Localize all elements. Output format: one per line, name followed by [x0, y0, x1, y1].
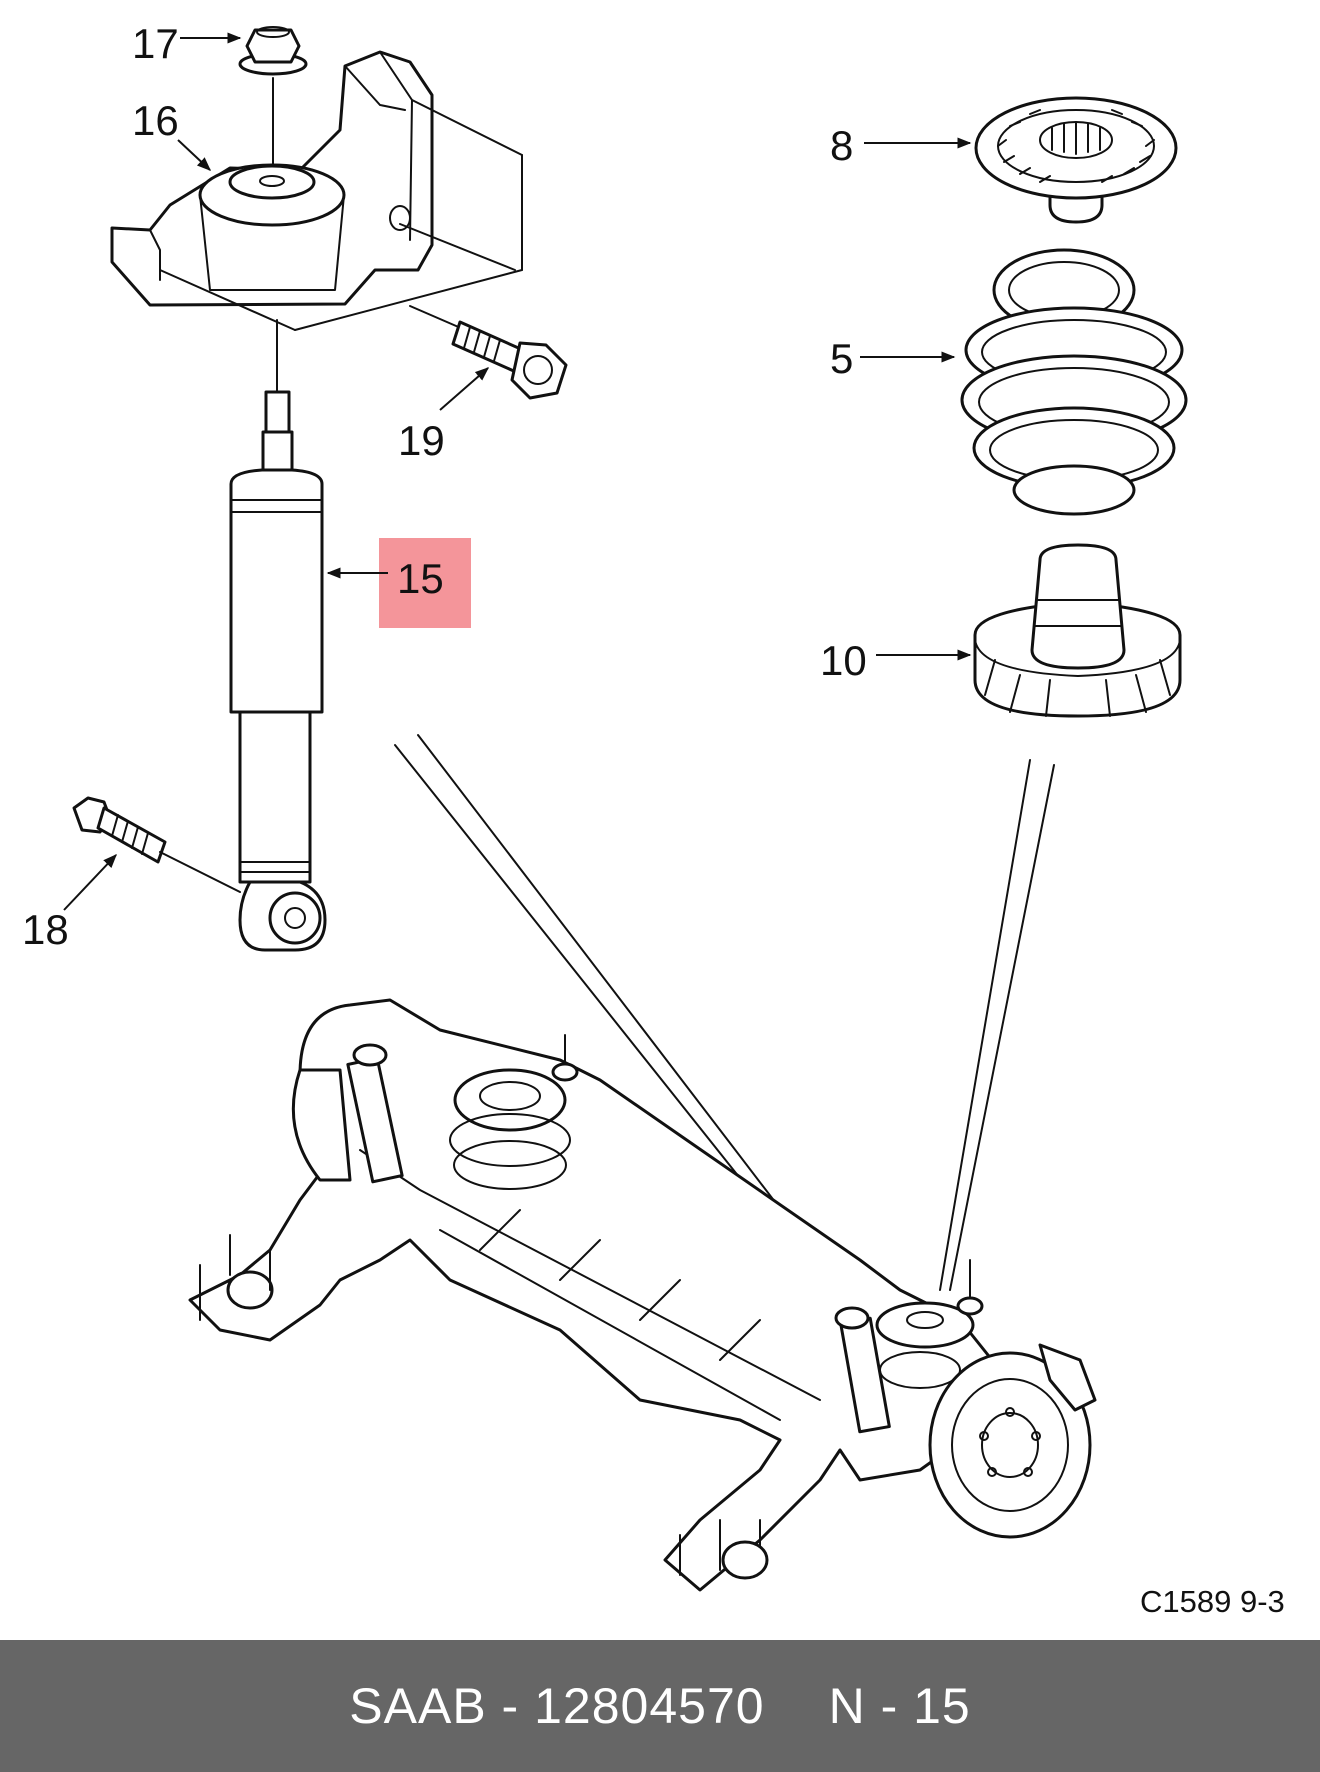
flange-nut-part: [238, 26, 308, 181]
bump-stop-part: [973, 543, 1182, 718]
upper-mount-bracket-part: [110, 50, 523, 346]
callout-16: 16: [132, 97, 179, 144]
callout-15-highlight: [379, 538, 471, 628]
position-label: N - 15: [828, 1678, 971, 1734]
part-number-label: SAAB - 12804570: [349, 1678, 765, 1734]
callout-15: 15: [397, 555, 444, 602]
callout-17: 17: [132, 20, 179, 67]
exploded-parts-diagram: 17 16 19 15 18 8 5 10 C1589 9-3: [22, 20, 1285, 1619]
callout-5: 5: [830, 335, 853, 382]
coil-spring-part: [960, 248, 1188, 516]
shock-absorber-part: [229, 319, 327, 952]
spring-seat-part: [974, 96, 1178, 224]
lower-bolt-part: [72, 796, 241, 893]
leader-lines: [63, 32, 972, 911]
part-number-footer: SAAB - 12804570 N - 15: [0, 1640, 1320, 1772]
callout-19: 19: [398, 417, 445, 464]
mount-bolt-part: [451, 320, 568, 400]
callout-8: 8: [830, 122, 853, 169]
diagram-reference-code: C1589 9-3: [1140, 1584, 1285, 1619]
callout-10: 10: [820, 637, 867, 684]
callout-18: 18: [22, 906, 69, 953]
rear-axle-assembly: [188, 998, 1097, 1592]
